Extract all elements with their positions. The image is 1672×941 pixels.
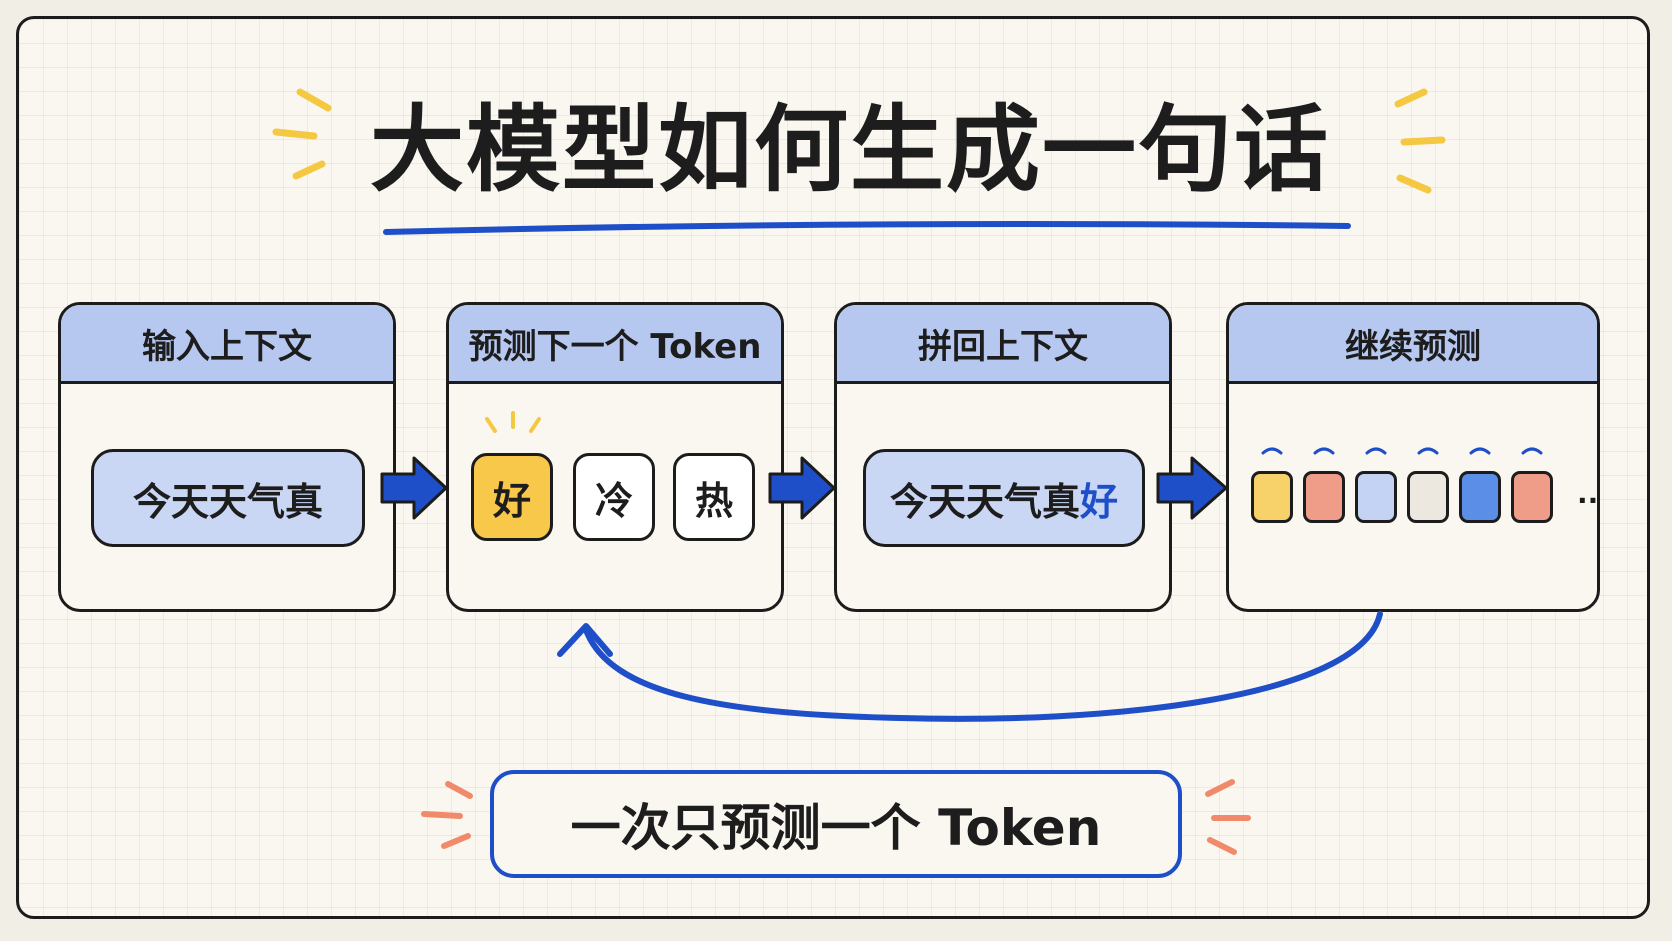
arrow-right-icon [380, 456, 448, 520]
page-title: 大模型如何生成一句话 [369, 96, 1330, 205]
step-card-input-context: 输入上下文 今天天气真 [58, 302, 396, 612]
token-square [1303, 471, 1345, 523]
token-square [1407, 471, 1449, 523]
title-spark-right [1394, 88, 1446, 194]
token-candidate-selected: 好 [471, 453, 553, 541]
context-pill: 今天天气真 [91, 449, 365, 547]
title-underline [383, 221, 1351, 235]
selection-spark [485, 411, 541, 433]
token-candidate: 热 [673, 453, 755, 541]
loop-arrowhead-icon [557, 623, 613, 657]
token-arcs [1261, 447, 1543, 455]
arrow-right-icon [1156, 456, 1228, 520]
ellipsis: ... [1577, 477, 1599, 510]
step-card-continue-predict: 继续预测 ... [1226, 302, 1600, 612]
step-header: 拼回上下文 [837, 305, 1169, 384]
step-card-append-context: 拼回上下文 今天天气真好 [834, 302, 1172, 612]
token-candidate: 冷 [573, 453, 655, 541]
step-header: 继续预测 [1229, 305, 1597, 384]
arrow-right-icon [768, 456, 836, 520]
step-header: 输入上下文 [61, 305, 393, 384]
appended-token: 好 [1080, 479, 1119, 524]
context-pill-appended: 今天天气真好 [863, 449, 1145, 547]
title-spark-left [272, 88, 332, 180]
loop-arrow [583, 611, 1383, 722]
key-takeaway-box: 一次只预测一个 Token [490, 770, 1182, 878]
token-square [1251, 471, 1293, 523]
token-square [1511, 471, 1553, 523]
step-card-predict-token: 预测下一个 Token 好 冷 热 [446, 302, 784, 612]
token-square [1459, 471, 1501, 523]
footer-spark-right [1205, 779, 1251, 855]
footer-spark-left [421, 781, 473, 849]
token-square [1355, 471, 1397, 523]
context-text: 今天天气真 [889, 479, 1080, 524]
step-header: 预测下一个 Token [449, 305, 781, 384]
